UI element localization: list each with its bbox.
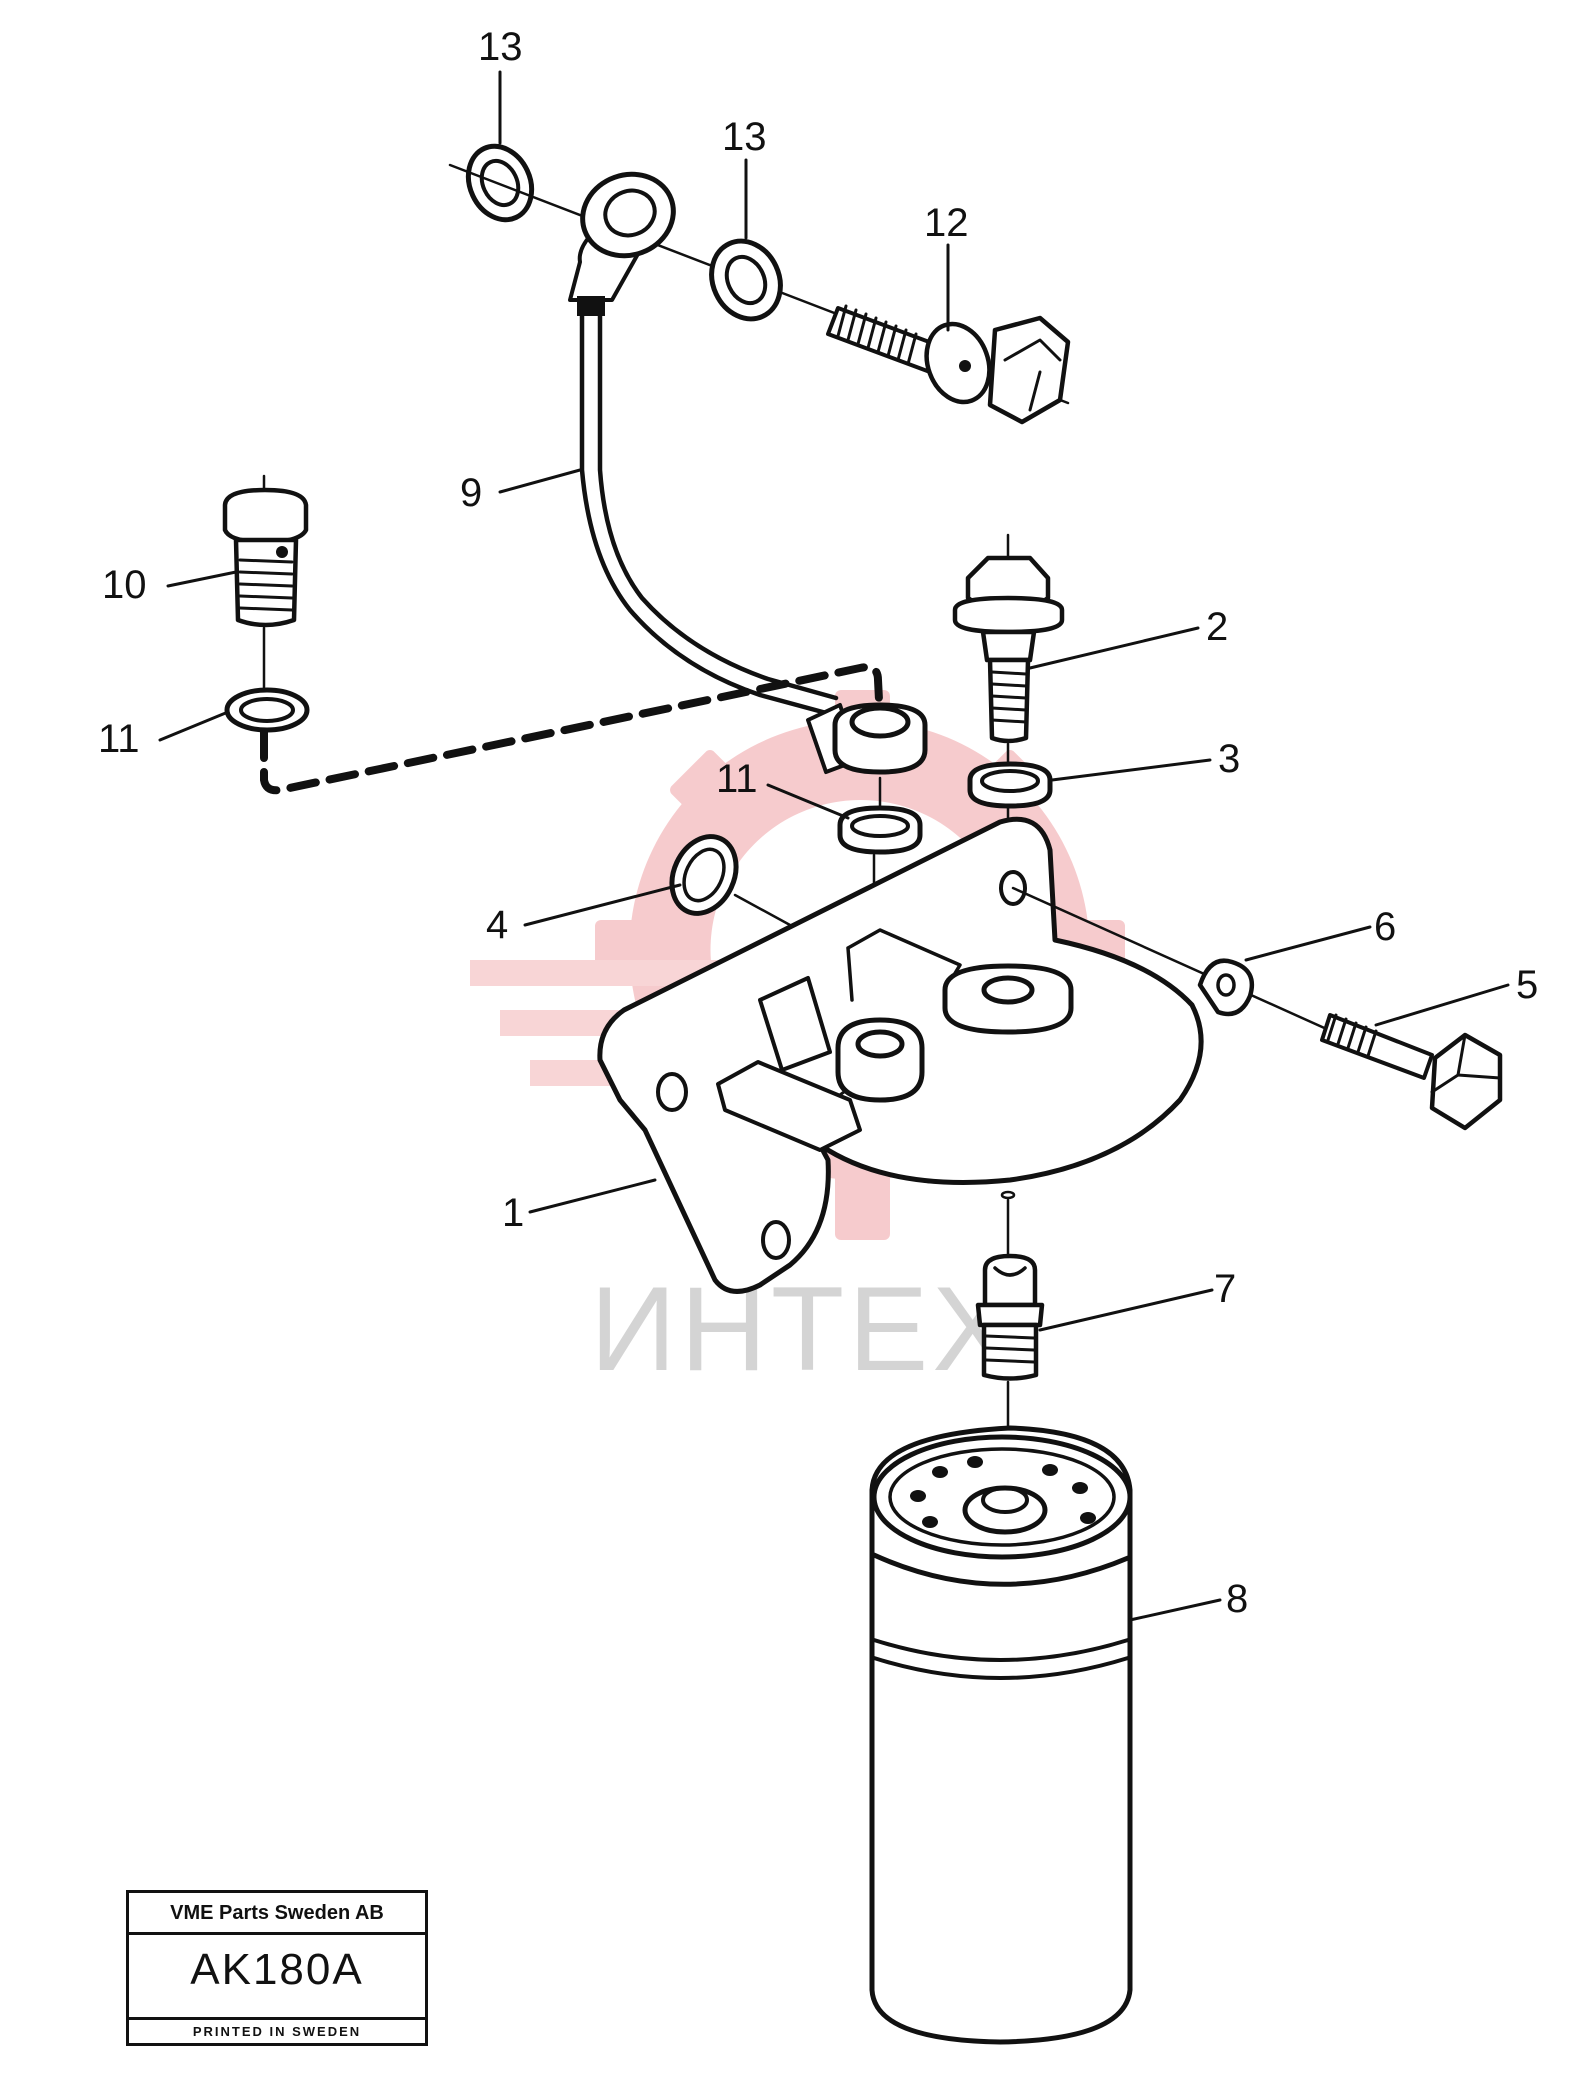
callouts: 13 13 12 9 10 11 11 2 3 4 6 5 1 7 8: [98, 25, 1538, 1621]
callout-2: 2: [1206, 605, 1228, 649]
callout-11-left: 11: [98, 717, 140, 761]
stamp-company: VME Parts Sweden AB: [129, 1893, 425, 1935]
washer-11-center: [837, 805, 923, 855]
stamp-drawing-code: AK180A: [190, 1945, 364, 1994]
axis-o-ring: [733, 893, 792, 927]
callout-1: 1: [502, 1191, 524, 1235]
callout-11-center: 11: [716, 757, 758, 801]
pipe-9: [568, 171, 839, 717]
filter-bracket-1: [597, 816, 1204, 1294]
washer-13-right: [709, 238, 783, 322]
o-ring-4: [669, 834, 739, 916]
callout-8: 8: [1226, 1577, 1248, 1621]
banjo-bolt-12: [826, 304, 1071, 425]
bolt-2: [952, 533, 1065, 770]
callout-4: 4: [486, 903, 508, 947]
pipe-banjo-eye: [806, 702, 928, 808]
callout-12: 12: [924, 201, 969, 245]
leader-lines: [158, 70, 1510, 1622]
washer-3: [967, 761, 1053, 809]
stamp-printed-note: PRINTED IN SWEDEN: [129, 2017, 425, 2043]
title-block-stamp: VME Parts Sweden AB AK180A PRINTED IN SW…: [126, 1890, 428, 2046]
filter-canister-8: [869, 1425, 1133, 2045]
washer-11-left: [224, 687, 310, 733]
callout-13-left: 13: [478, 25, 523, 69]
callout-10: 10: [102, 563, 147, 607]
lock-washer-6: [1197, 958, 1255, 1017]
callout-3: 3: [1218, 737, 1240, 781]
callout-7: 7: [1214, 1267, 1236, 1311]
callout-6: 6: [1374, 905, 1396, 949]
pipe-routing-dashed-line: [260, 663, 884, 795]
plug-bolt-10: [222, 474, 309, 702]
callout-13-right: 13: [722, 115, 767, 159]
bolt-5: [1320, 1013, 1503, 1131]
watermark-text: ИНТЕХ: [590, 1262, 1016, 1396]
callout-5: 5: [1516, 963, 1538, 1007]
callout-9: 9: [460, 471, 482, 515]
